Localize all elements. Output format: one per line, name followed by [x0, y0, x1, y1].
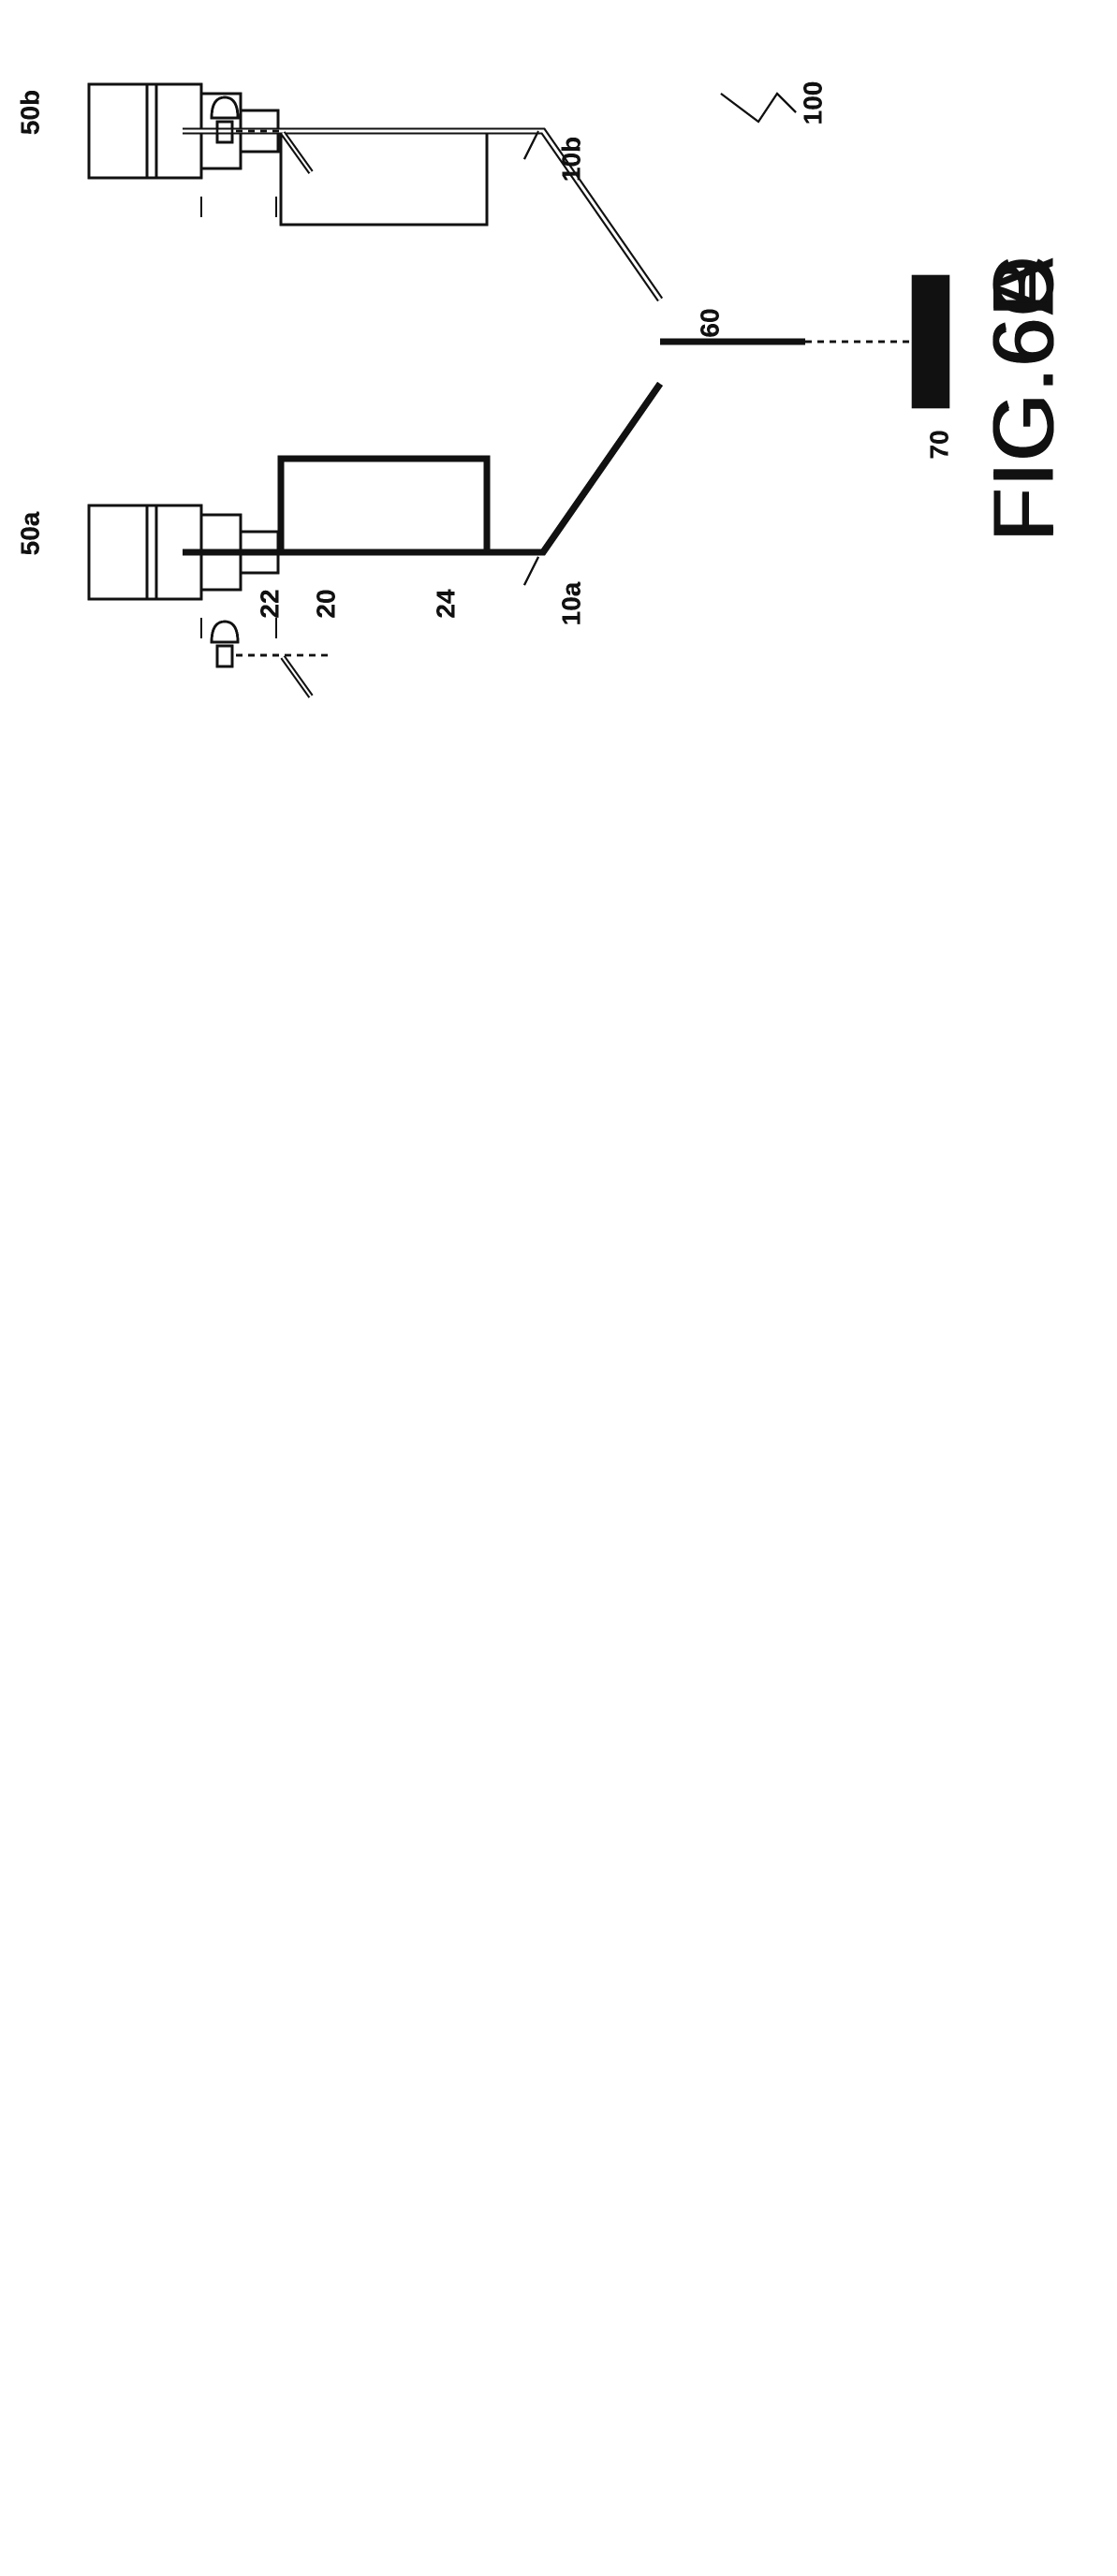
valve-a	[212, 622, 328, 666]
panel-fig-6d: 50a 50b 22 20 24 10a 10b 60 70 100FIG.6D	[15, 81, 1071, 666]
valve-b	[212, 97, 328, 142]
label-22: 22	[255, 589, 284, 618]
valve-a-knob	[212, 622, 238, 642]
valve-a	[212, 622, 311, 696]
branch-10b	[183, 131, 660, 300]
label-10b: 10b	[556, 137, 585, 182]
panel-contents: 50a 50b 22 20 24 10a 10b 60 70 100FIG.6D	[15, 81, 1071, 666]
chamber-10a	[281, 459, 487, 552]
branch-10a	[183, 384, 660, 552]
label-24: 24	[431, 589, 460, 619]
branch-10b	[183, 131, 660, 300]
valve-b-knob	[212, 97, 238, 118]
valve-a-stem	[217, 646, 232, 666]
valve-a	[212, 622, 311, 696]
target-70	[913, 276, 948, 407]
chamber-10b	[281, 131, 487, 225]
valve-a-stem	[217, 646, 232, 666]
chamber-10b	[281, 131, 487, 225]
branch-10a	[183, 384, 660, 552]
valve-a	[212, 622, 328, 666]
cylinder-50a	[89, 505, 278, 638]
label-60: 60	[695, 308, 724, 337]
leader-100	[721, 94, 796, 122]
valve-b	[212, 97, 311, 172]
branch-10a	[183, 384, 660, 552]
caption-fig-6d: FIG.6D	[976, 254, 1071, 542]
label-50b: 50b	[15, 90, 44, 135]
branch-10a	[183, 384, 660, 552]
chamber-10a	[281, 459, 487, 552]
valve-b	[212, 97, 311, 172]
leader-100	[721, 94, 796, 122]
leader-10b	[524, 131, 538, 159]
chamber-10b	[281, 131, 487, 225]
label-20: 20	[311, 589, 340, 618]
label-100: 100	[798, 81, 827, 125]
valve-b	[212, 97, 311, 172]
leader-10a	[524, 557, 538, 585]
branch-10b	[183, 131, 660, 300]
valve-a-stem	[217, 646, 232, 666]
chamber-10a	[281, 459, 487, 552]
branch-10b	[183, 131, 660, 300]
label-50a: 50a	[15, 511, 44, 555]
valve-a-stem	[217, 646, 232, 666]
leader-100	[721, 94, 796, 122]
label-10a: 10a	[556, 581, 585, 625]
cylinder-50b	[89, 84, 278, 217]
label-70: 70	[924, 430, 953, 459]
leader-100	[721, 94, 796, 122]
chamber-10a	[281, 459, 487, 552]
chamber-10b	[281, 131, 487, 225]
